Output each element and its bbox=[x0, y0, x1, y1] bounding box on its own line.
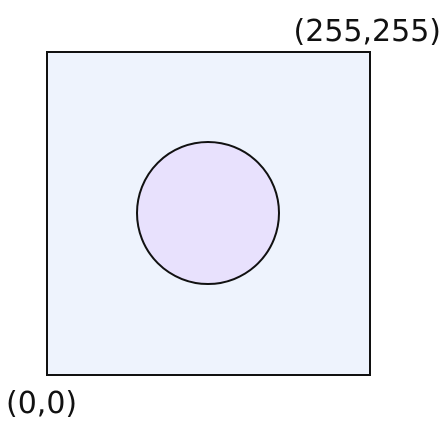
bottom-left-coordinate-label: (0,0) bbox=[6, 386, 77, 421]
circle-region bbox=[136, 141, 280, 285]
top-right-coordinate-label: (255,255) bbox=[294, 14, 441, 49]
